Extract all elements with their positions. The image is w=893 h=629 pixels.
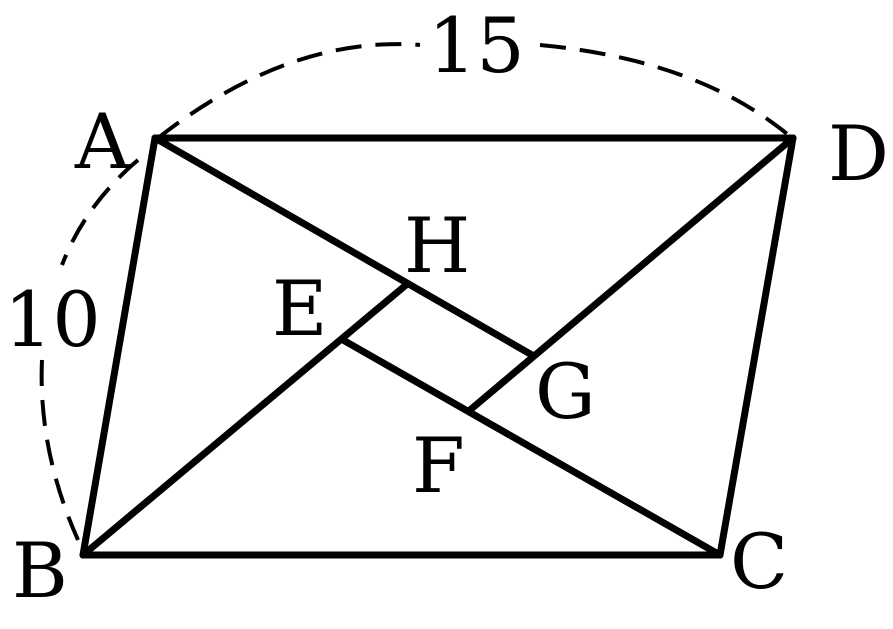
vertex-label-f: F [412, 421, 465, 510]
vertex-label-e: E [272, 264, 327, 353]
vertex-label-c: C [730, 517, 788, 606]
vertex-label-d: D [828, 109, 889, 198]
bisector-ag [151, 134, 536, 359]
vertex-label-b: B [12, 526, 68, 615]
vertex-label-a: A [74, 97, 131, 186]
side-ab [79, 134, 159, 559]
dimension-arc-left [39, 158, 140, 541]
side-dc [716, 134, 797, 559]
bisector-be [79, 281, 410, 559]
vertex-label-g: G [535, 347, 596, 436]
bisector-dg [466, 134, 797, 414]
dimension-label-left: 10 [4, 275, 101, 364]
dimension-label-top: 15 [428, 1, 525, 90]
dimension-arc-top [156, 42, 794, 140]
bisector-ce [339, 336, 724, 559]
vertex-label-h: H [404, 201, 470, 290]
